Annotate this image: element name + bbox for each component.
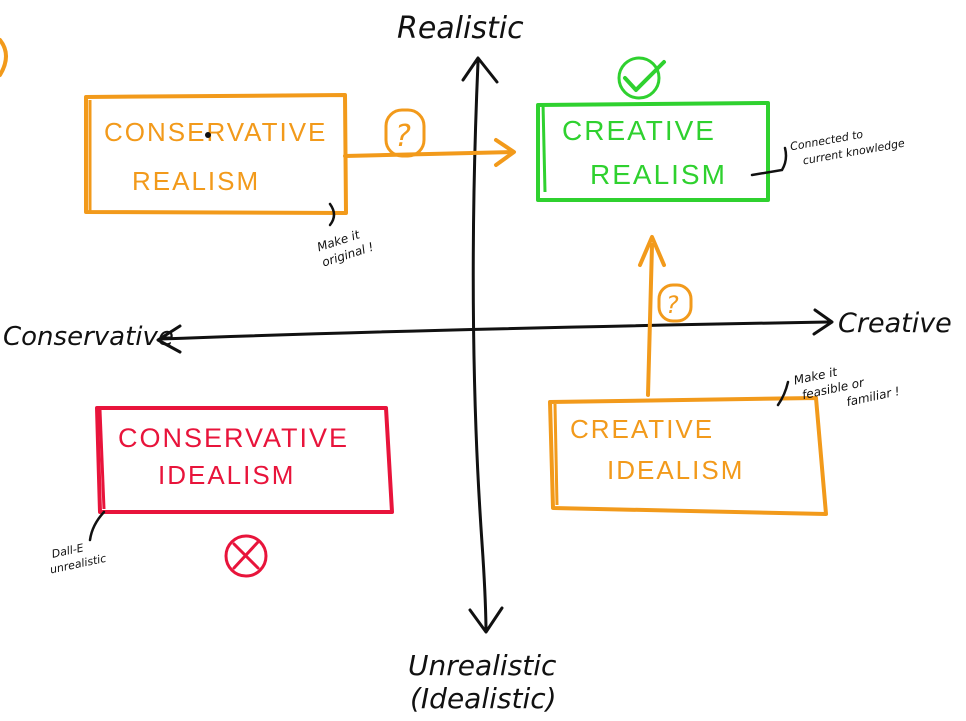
question-mark-right: ? bbox=[657, 283, 693, 323]
axis-label-right: Creative bbox=[838, 308, 952, 339]
axis-arrow-left bbox=[156, 324, 182, 354]
horizontal-axis bbox=[156, 308, 834, 354]
box-creative-realism: CREATIVE REALISM bbox=[536, 101, 770, 202]
arrow-to-creative-realism bbox=[343, 138, 516, 167]
checkmark-icon bbox=[617, 56, 666, 100]
box-conservative-idealism-line2: IDEALISM bbox=[158, 460, 295, 490]
axis-arrow-top bbox=[461, 56, 499, 84]
box-creative-realism-line1: CREATIVE bbox=[562, 115, 716, 146]
note-connected-knowledge: Connected to current knowledge bbox=[789, 128, 906, 168]
box-conservative-realism-line1: CONSERVATIVE bbox=[104, 117, 327, 147]
axis-label-left: Conservative bbox=[3, 322, 174, 352]
edge-mark bbox=[0, 38, 8, 77]
box-creative-idealism-line1: CREATIVE bbox=[570, 414, 714, 444]
axis-label-bottom-2: (Idealistic) bbox=[410, 682, 557, 715]
axis-arrow-bottom bbox=[468, 606, 504, 634]
box-creative-idealism: CREATIVE IDEALISM bbox=[548, 396, 828, 516]
note-make-it-feasible: Make it feasible or familiar ! bbox=[792, 364, 901, 409]
question-mark-top: ? bbox=[384, 108, 426, 158]
cross-icon bbox=[224, 534, 268, 578]
box-conservative-realism-line2: REALISM bbox=[132, 166, 260, 196]
box-conservative-idealism-line1: CONSERVATIVE bbox=[118, 423, 349, 453]
axis-label-bottom-1: Unrealistic bbox=[408, 649, 557, 682]
box-conservative-realism: CONSERVATIVE REALISM bbox=[84, 93, 348, 215]
vertical-axis bbox=[461, 56, 504, 634]
axis-label-top: Realistic bbox=[397, 11, 524, 46]
question-mark-right-label: ? bbox=[666, 291, 679, 319]
box-creative-idealism-line2: IDEALISM bbox=[607, 455, 744, 485]
note-connector-tr bbox=[750, 146, 788, 177]
note-dalle-unrealistic: Dall-E unrealistic bbox=[49, 541, 108, 576]
question-mark-top-label: ? bbox=[395, 119, 411, 154]
arrow-to-creative-realism-up bbox=[638, 235, 666, 397]
ink-dot bbox=[205, 132, 211, 138]
box-creative-realism-line2: REALISM bbox=[590, 159, 727, 190]
note-connector-tl bbox=[328, 202, 336, 227]
note-connector-br bbox=[776, 380, 790, 407]
note-connector-bl bbox=[88, 510, 106, 542]
box-conservative-idealism: CONSERVATIVE IDEALISM bbox=[95, 406, 394, 514]
axis-arrow-right bbox=[812, 308, 834, 336]
note-make-it-original: Make it original ! bbox=[315, 227, 375, 269]
